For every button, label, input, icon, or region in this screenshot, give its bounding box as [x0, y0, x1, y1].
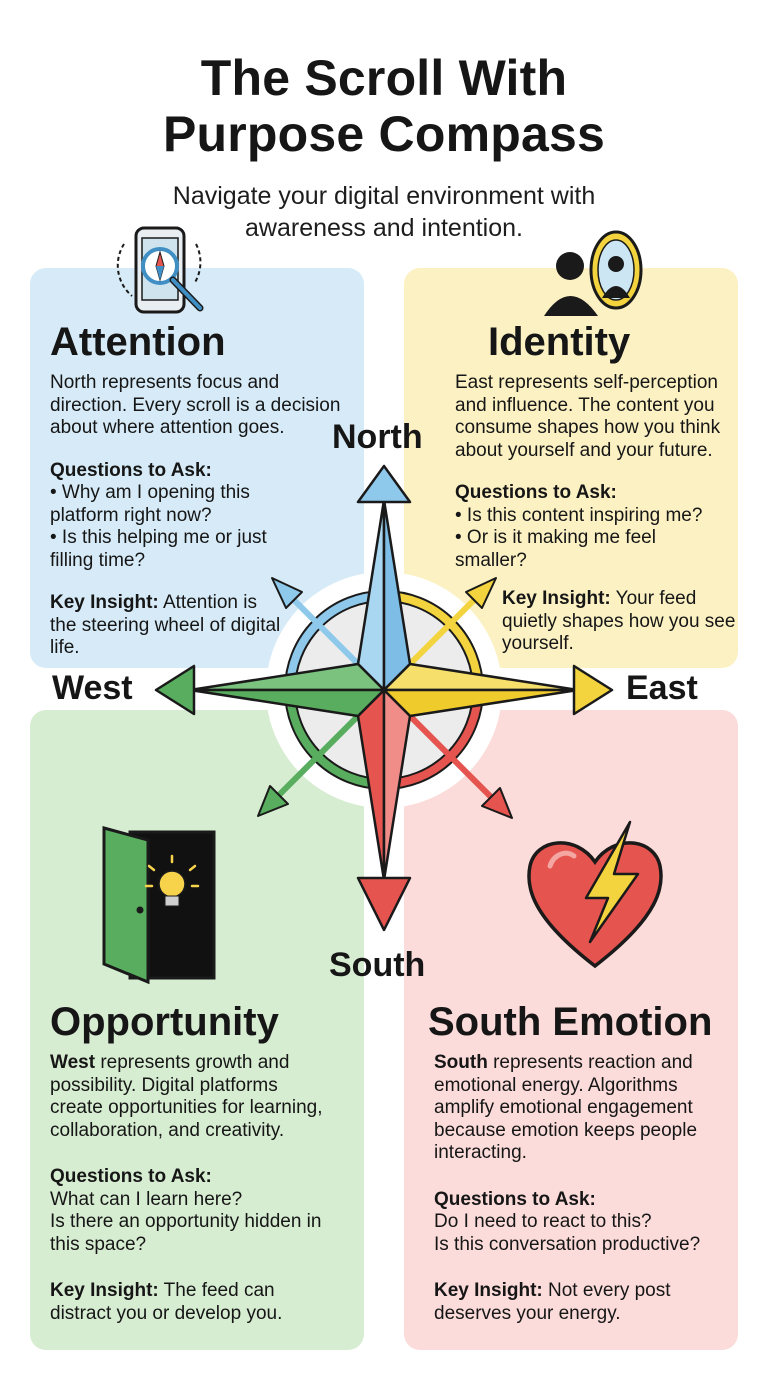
- open-door-lightbulb-icon: [102, 826, 216, 984]
- page-title: The Scroll With Purpose Compass: [0, 50, 768, 162]
- opportunity-questions: Questions to Ask: What can I learn here?…: [50, 1166, 322, 1255]
- emotion-description: South represents reaction and emotional …: [434, 1052, 698, 1163]
- mirror-silhouette-icon: [544, 230, 643, 316]
- identity-body: East represents self-perception and infl…: [455, 372, 745, 572]
- identity-questions: Questions to Ask: • Is this content insp…: [455, 482, 703, 571]
- title-line-1: The Scroll With: [200, 50, 568, 106]
- star-point-south-right: [382, 688, 412, 882]
- questions-label: Questions to Ask:: [50, 459, 212, 481]
- questions-label: Questions to Ask:: [455, 482, 617, 503]
- attention-body: North represents focus and direction. Ev…: [50, 372, 350, 660]
- emotion-questions: Questions to Ask: Do I need to react to …: [434, 1188, 701, 1255]
- identity-description: East represents self-perception and infl…: [455, 372, 721, 461]
- insight-label: Key Insight:: [50, 1280, 159, 1301]
- direction-south-label: South: [329, 946, 426, 984]
- direction-west-label: West: [52, 669, 133, 707]
- arrowhead-east: [572, 664, 614, 716]
- attention-description: North represents focus and direction. Ev…: [50, 372, 341, 438]
- insight-label: Key Insight:: [502, 588, 611, 609]
- emotion-body: South represents reaction and emotional …: [434, 1052, 734, 1325]
- heart-lightning-icon: [527, 820, 663, 969]
- insight-label: Key Insight:: [434, 1280, 543, 1301]
- attention-insight: Key Insight: Attention is the steering w…: [50, 592, 281, 658]
- identity-heading: Identity: [488, 320, 631, 364]
- attention-heading: Attention: [50, 320, 226, 364]
- emotion-insight: Key Insight: Not every post deserves you…: [434, 1280, 671, 1324]
- direction-east-label: East: [626, 669, 698, 707]
- subtitle-line-1: Navigate your digital environment with: [172, 182, 596, 210]
- arrowhead-north: [356, 464, 412, 504]
- subtitle-line-2: awareness and intention.: [245, 214, 523, 242]
- direction-north-label: North: [332, 418, 423, 456]
- page-subtitle: Navigate your digital environment with a…: [0, 180, 768, 244]
- title-line-2: Purpose Compass: [162, 106, 605, 162]
- phone-compass-magnifier-icon: [116, 226, 204, 314]
- attention-questions: Questions to Ask: • Why am I opening thi…: [50, 459, 267, 571]
- opportunity-insight: Key Insight: The feed can distract you o…: [50, 1280, 283, 1324]
- emotion-heading: South Emotion: [428, 1000, 713, 1044]
- opportunity-card: [30, 710, 364, 1350]
- compass-star: [154, 464, 614, 932]
- opportunity-description: West represents growth and possibility. …: [50, 1052, 323, 1141]
- arrowhead-south: [356, 876, 412, 932]
- insight-label: Key Insight:: [50, 592, 159, 613]
- opportunity-heading: Opportunity: [50, 1000, 279, 1044]
- questions-label: Questions to Ask:: [50, 1166, 212, 1187]
- identity-insight: Key Insight: Your feed quietly shapes ho…: [502, 588, 736, 654]
- questions-label: Questions to Ask:: [434, 1188, 596, 1210]
- arrowhead-west: [154, 664, 196, 716]
- star-point-west-bottom: [188, 688, 386, 718]
- emotion-card: [404, 710, 738, 1350]
- opportunity-body: West represents growth and possibility. …: [50, 1052, 360, 1325]
